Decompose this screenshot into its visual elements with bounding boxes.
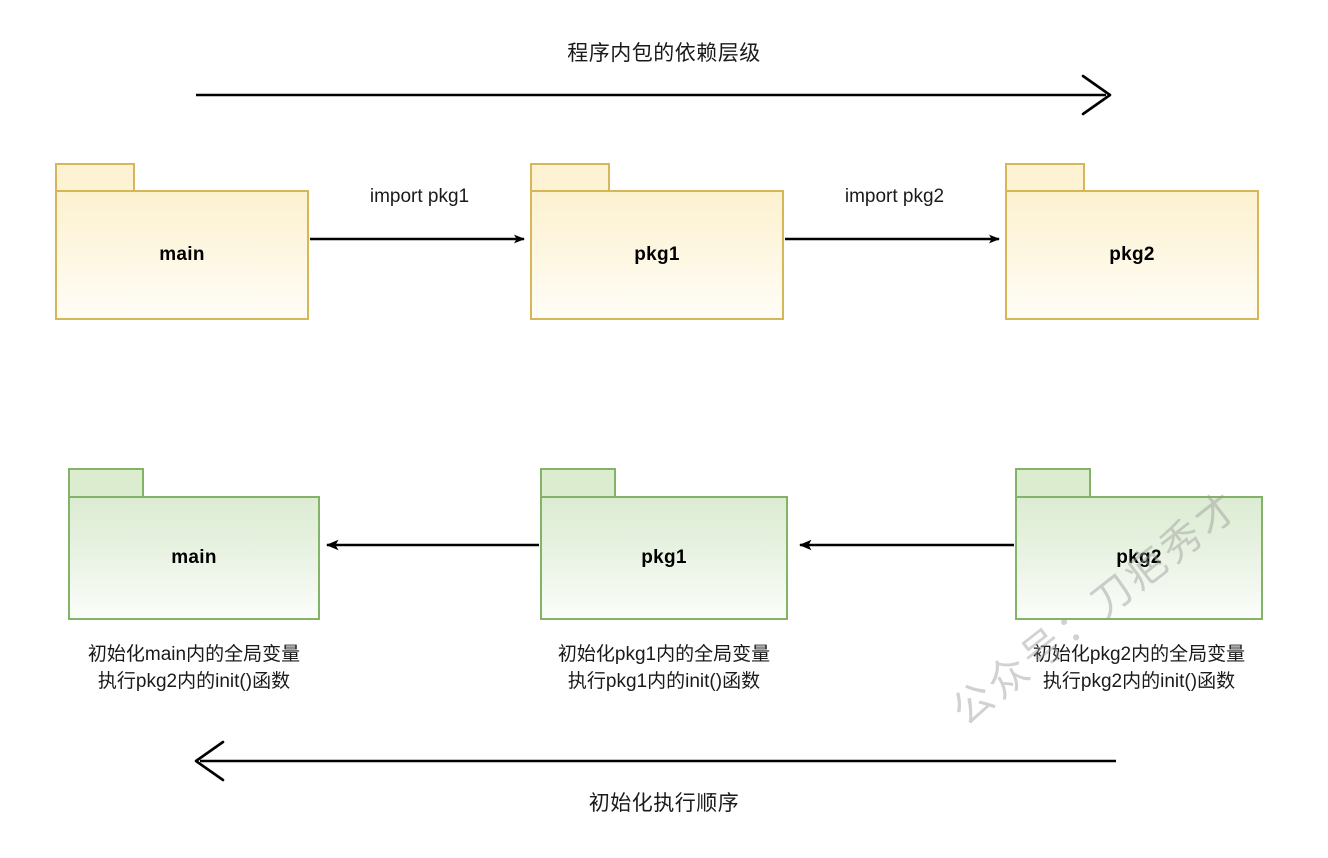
package-main-init[interactable]: main [68,468,320,620]
edge-label-import-pkg2: import pkg2 [844,186,945,207]
init-note-pkg1: 初始化pkg1内的全局变量 执行pkg1内的init()函数 [484,641,844,695]
package-body: pkg2 [1005,190,1259,320]
package-tab [55,163,135,192]
init-note-line-2: 执行pkg2内的init()函数 [1042,671,1236,692]
package-tab [1005,163,1085,192]
package-pkg1-dependency[interactable]: pkg1 [530,163,784,320]
edge-label-import-pkg1: import pkg1 [369,186,470,207]
init-note-pkg2: 初始化pkg2内的全局变量 执行pkg2内的init()函数 [959,641,1319,695]
dependency-axis-title: 程序内包的依赖层级 [567,42,761,65]
package-tab [540,468,616,498]
package-label: pkg2 [1116,547,1162,568]
init-note-line-2: 执行pkg2内的init()函数 [97,671,291,692]
init-order-axis-title: 初始化执行顺序 [588,792,740,815]
package-label: main [171,547,217,568]
package-body: pkg1 [530,190,784,320]
init-note-line-1: 初始化main内的全局变量 [87,644,301,665]
package-label: pkg1 [634,244,680,265]
package-tab [1015,468,1091,498]
package-pkg2-dependency[interactable]: pkg2 [1005,163,1259,320]
package-body: pkg2 [1015,496,1263,620]
package-label: pkg2 [1109,244,1155,265]
package-label: pkg1 [641,547,687,568]
package-pkg2-init[interactable]: pkg2 [1015,468,1263,620]
init-order-axis-arrow [194,740,1116,782]
package-main-dependency[interactable]: main [55,163,309,320]
package-tab [68,468,144,498]
dependency-axis-arrow [196,74,1112,116]
package-pkg1-init[interactable]: pkg1 [540,468,788,620]
package-body: pkg1 [540,496,788,620]
package-body: main [68,496,320,620]
init-note-line-1: 初始化pkg2内的全局变量 [1032,644,1246,665]
watermark: 公众号：刀疤秀才 [944,482,1278,820]
init-note-main: 初始化main内的全局变量 执行pkg2内的init()函数 [14,641,374,695]
package-label: main [159,244,205,265]
init-note-line-1: 初始化pkg1内的全局变量 [557,644,771,665]
package-body: main [55,190,309,320]
package-tab [530,163,610,192]
init-note-line-2: 执行pkg1内的init()函数 [567,671,761,692]
